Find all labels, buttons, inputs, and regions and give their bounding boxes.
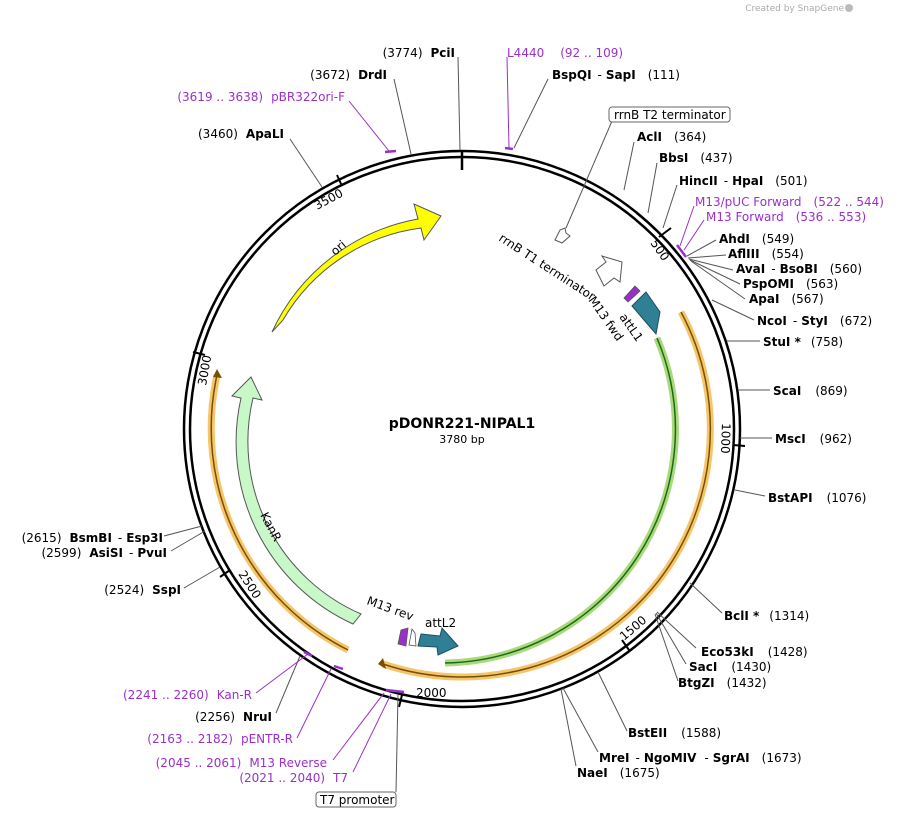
leader-sspI: [183, 566, 221, 589]
primer-m13puc: M13/pUC Forward(522 .. 544): [695, 195, 884, 209]
site-ahdI: AhdI(549): [719, 232, 794, 246]
feature-label-m13rev: M13 rev: [365, 594, 415, 624]
primer-pentr: (2163 .. 2182)pENTR-R: [147, 732, 293, 746]
rrnB-t1-terminator-icon: [595, 255, 623, 287]
vector-left-arrowhead-icon: [213, 369, 222, 378]
t7-primer-icon: [408, 628, 417, 647]
site-asiSI: (2599)AsiSI-PvuI: [41, 546, 167, 560]
site-bstAPI: BstAPI(1076): [768, 491, 866, 505]
site-bstEII: BstEII(1588): [628, 726, 721, 740]
ori-arrow: [271, 203, 442, 333]
tick-label-3500: 3500: [312, 186, 346, 213]
leader-t7: [352, 693, 392, 773]
leader-rrnB-t2: [565, 120, 613, 229]
leader-bstEII: [597, 671, 628, 732]
plasmid-length: 3780 bp: [439, 433, 484, 446]
site-btgZI: BtgZI(1432): [678, 676, 767, 690]
leader-cluster-560: [686, 239, 746, 300]
tick-label-2000: 2000: [416, 686, 447, 700]
leader-pentr: [296, 668, 332, 739]
site-sspI: (2524)SspI: [104, 583, 181, 597]
primer-marks: [303, 146, 687, 694]
site-apaI: ApaI(567): [749, 292, 824, 306]
leader-pbr322: [348, 100, 390, 152]
site-pciI: (3774)PciI: [383, 46, 455, 60]
kanR-arrow: [231, 376, 362, 625]
leader-l4440: [506, 56, 510, 149]
attL1-arrow-icon: [631, 291, 661, 336]
leader-t7-promoter: [395, 693, 399, 793]
feature-label-attL2: attL2: [425, 616, 456, 630]
attL2-arrow-icon: [417, 626, 459, 656]
leader-apaLI: [289, 138, 323, 188]
feature-label-t7-promoter: T7 promoter: [319, 793, 395, 807]
backbone-outer-ring: [182, 149, 742, 709]
site-aflIII: AflIII(554): [728, 247, 804, 261]
leader-nruI: [275, 655, 301, 714]
insert-line-outer: [382, 311, 712, 678]
m13-fwd-primer-icon: [623, 285, 641, 303]
leader-hincII: [662, 184, 678, 229]
site-bclI: BclI *(1314): [724, 609, 809, 623]
primer-m13r: (2045 .. 2061)M13 Reverse: [156, 756, 327, 770]
leader-bspqi: [513, 78, 549, 149]
site-bbsI: BbsI(437): [659, 151, 733, 165]
site-bsmBI: (2615)BsmBI-Esp3I: [22, 531, 163, 545]
tick-label-500: 500: [648, 237, 673, 264]
site-nruI: (2256)NruI: [195, 710, 272, 724]
m13-rev-primer-icon: [397, 627, 409, 647]
rrnB-t2-terminator-icon: [554, 227, 571, 244]
leader-m13puc: [679, 205, 695, 247]
leader-ncoI: [711, 299, 755, 321]
leader-drdI: [393, 78, 412, 155]
site-pspOMI: PspOMI(563): [743, 277, 838, 291]
site-apaLI: (3460)ApaLI: [198, 127, 284, 141]
leader-pciI: [457, 56, 461, 151]
leader-asiSI: [170, 530, 206, 552]
site-naeI: NaeI(1675): [577, 766, 660, 780]
rrnB-t2-label-box: [608, 106, 731, 123]
leader-cluster-1430: [654, 611, 697, 682]
leader-bclI: [689, 582, 723, 614]
leader-m13r: [332, 692, 385, 761]
site-eco53kI: Eco53kI(1428): [701, 645, 808, 659]
primer-m13f: M13 Forward(536 .. 553): [706, 210, 866, 224]
primer-t7: (2021 .. 2040)T7: [239, 771, 348, 785]
leader-aclI: [623, 141, 635, 191]
feature-label-rrnB-t1: rrnB T1 terminator: [496, 231, 597, 304]
feature-label-rrnB-t2: rrnB T2 terminator: [614, 108, 726, 122]
site-drdI: (3672)DrdI: [310, 68, 387, 82]
leader-bsmBI: [163, 525, 203, 537]
site-sacI: SacI(1430): [689, 660, 771, 674]
t7-promoter-label-box: [315, 791, 397, 808]
primer-kanR: (2241 .. 2260)Kan-R: [123, 688, 252, 702]
site-mscI: MscI(962): [775, 432, 852, 446]
bp-ticks: [192, 174, 746, 708]
site-bspqi: BspQI-SapI(111): [552, 68, 680, 82]
leader-bbsI: [647, 162, 658, 214]
site-scaI: ScaI(869): [773, 384, 848, 398]
snapgene-logo-icon: [845, 4, 853, 12]
site-hincII: HincII-HpaI(501): [679, 174, 808, 188]
watermark: Created by SnapGene: [745, 4, 844, 14]
site-ncoI: NcoI-StyI(672): [757, 314, 872, 328]
orf-line: [444, 337, 677, 664]
leader-kanR-primer: [255, 653, 309, 694]
leader-bstAPI: [734, 489, 766, 497]
insert-outer-arrowhead-icon: [378, 658, 386, 669]
site-avaI: AvaI-BsoBI(560): [736, 262, 862, 276]
tick-label-3000: 3000: [195, 354, 214, 387]
tick-label-1000: 1000: [718, 423, 733, 454]
leader-cluster-1673: [560, 687, 599, 767]
site-aclI: AclI(364): [637, 130, 706, 144]
leader-m13f: [683, 219, 705, 251]
plasmid-name: pDONR221-NIPAL1: [389, 416, 535, 432]
site-mreI: MreI-NgoMIV-SgrAI(1673): [599, 751, 802, 765]
site-stuI: StuI *(758): [763, 335, 843, 349]
primer-l4440: L4440(92 .. 109): [507, 46, 623, 60]
primer-pbr322: (3619 .. 3638)pBR322ori-F: [177, 90, 345, 104]
vector-line-left: [210, 374, 349, 651]
